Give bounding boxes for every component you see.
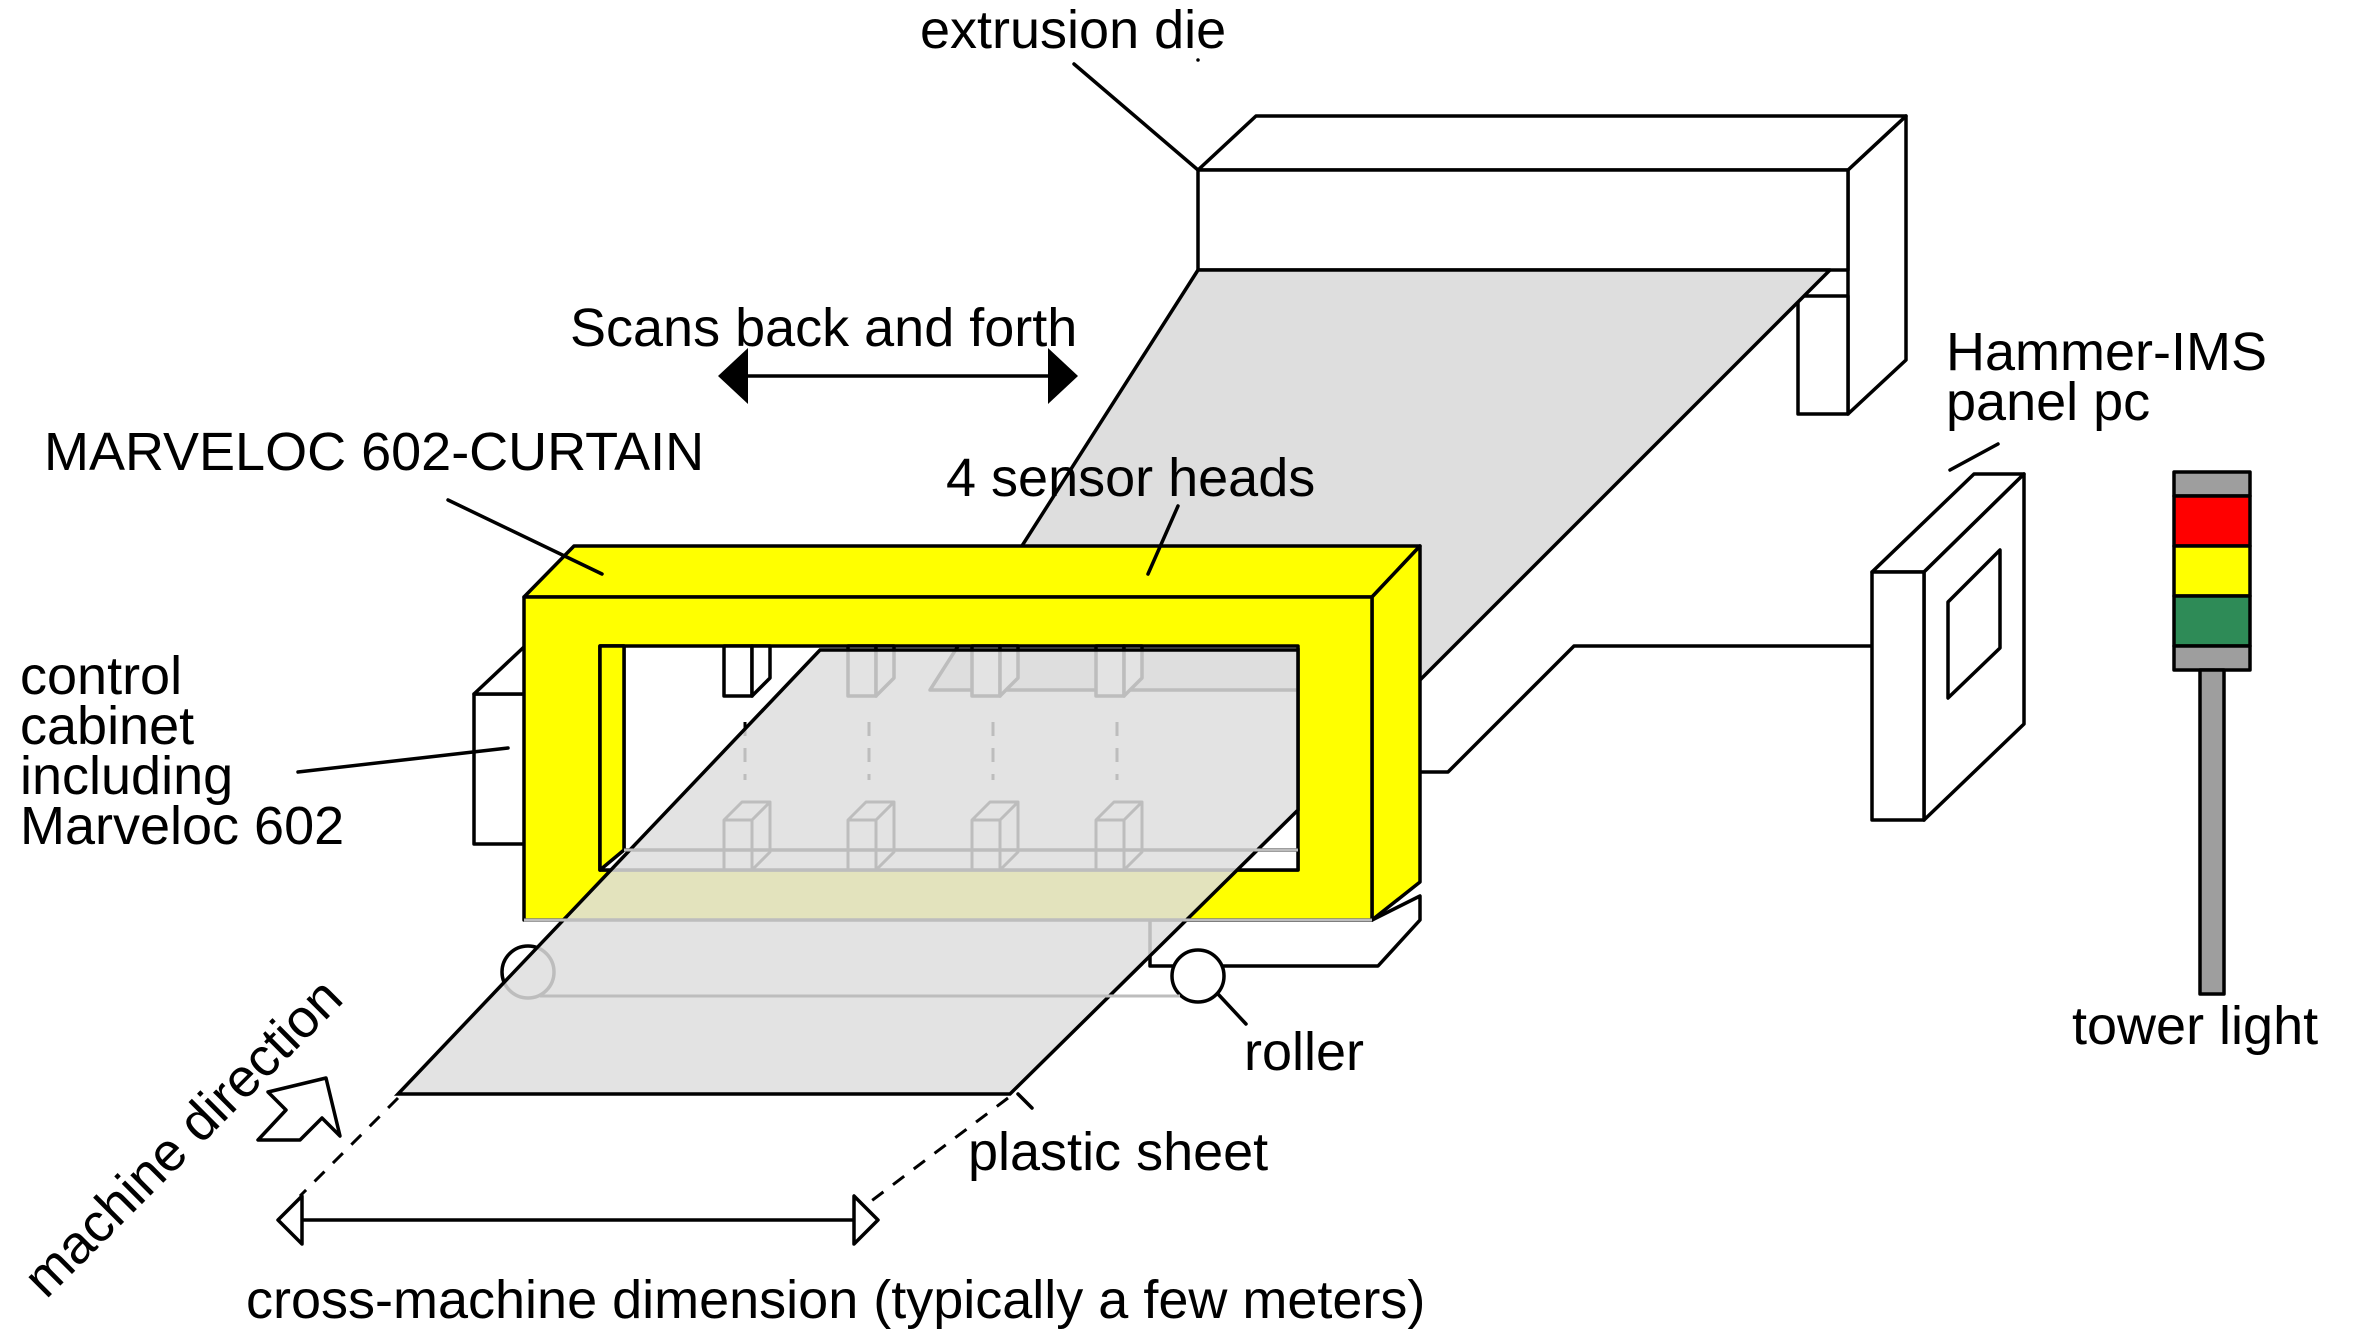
plastic-sheet-front [393,648,1300,1096]
leader-lines [296,62,1200,1110]
tower-light-label: tower light [2072,996,2318,1056]
hammer-ims-panel-pc [1870,442,2026,822]
hammer-ims-label: Hammer-IMS [1946,322,2267,382]
cross-machine-dimension [276,1096,1009,1246]
control-cabinet-line-3: including [20,746,233,806]
marveloc-curtain-label: MARVELOC 602-CURTAIN [44,422,704,482]
control-cabinet-line-4: Marveloc 602 [20,796,344,856]
extrusion-die [1196,58,1908,416]
lower-sensor-heads [524,800,1372,998]
sensor-heads-label: 4 sensor heads [946,448,1315,508]
panel-pc-cable [1416,644,1874,774]
panel-pc-label: panel pc [1946,372,2150,432]
extrusion-die-label: extrusion die [920,0,1226,60]
roller-right [1170,948,1226,1004]
plastic-sheet-label: plastic sheet [968,1122,1268,1182]
scans-back-and-forth-label: Scans back and forth [570,298,1077,358]
control-cabinet-line-1: control [20,646,182,706]
scan-arrow [718,348,1078,404]
sensor-head-1 [722,644,772,780]
roller-label: roller [1244,1022,1364,1082]
control-cabinet-line-2: cabinet [20,696,194,756]
cross-machine-dimension-label: cross-machine dimension (typically a few… [246,1270,1425,1330]
tower-light [2172,470,2252,996]
machine-direction-arrow [256,1076,342,1142]
